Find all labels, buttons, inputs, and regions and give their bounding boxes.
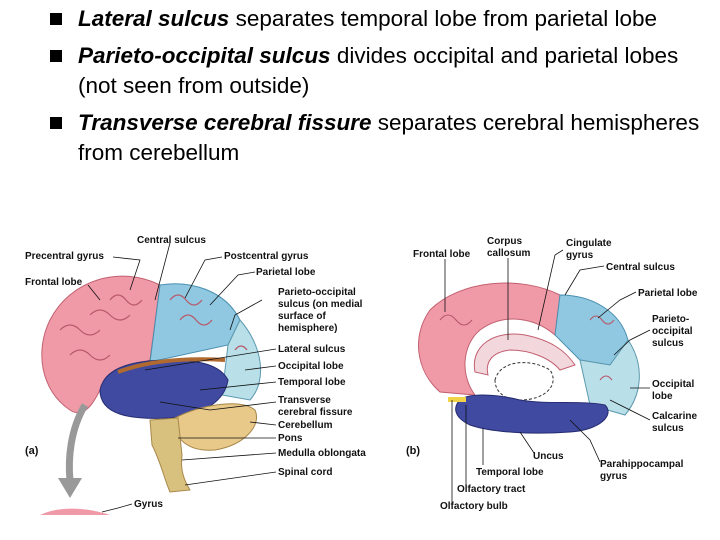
gyrus-detail-region — [40, 508, 110, 515]
label-precentral-gyrus: Precentral gyrus — [25, 251, 104, 262]
label-transverse-line1: Transverse — [278, 395, 331, 406]
gray-arrow-head-icon — [58, 478, 82, 498]
label-central-sulcus: Central sulcus — [137, 235, 206, 246]
square-bullet-icon — [50, 13, 62, 25]
label-calcarine-line2: sulcus — [652, 423, 684, 434]
bullet-list: Lateral sulcus separates temporal lobe f… — [46, 4, 706, 175]
label-postcentral-gyrus: Postcentral gyrus — [224, 251, 309, 262]
label-olfactory-bulb: Olfactory bulb — [440, 501, 508, 512]
label-parieto-occipital-line4: hemisphere) — [278, 323, 337, 334]
bullet-term: Transverse cerebral fissure — [78, 110, 372, 135]
olfactory-bulb-region — [448, 397, 466, 402]
figure-a-lateral-brain — [40, 275, 262, 515]
label-olfactory-tract: Olfactory tract — [457, 484, 526, 495]
label-lateral-sulcus: Lateral sulcus — [278, 344, 346, 355]
bullet-item: Parieto-occipital sulcus divides occipit… — [46, 41, 706, 101]
parietal-lobe-region — [149, 283, 241, 363]
gyri-pattern — [59, 294, 248, 361]
frontal-lobe-region — [41, 275, 161, 413]
label-transverse-line2: cerebral fissure — [278, 407, 353, 418]
label-cingulate-line1: Cingulate — [566, 238, 612, 249]
cerebellum-region — [174, 403, 257, 451]
figure-a-leader-lines — [87, 242, 277, 513]
label-cingulate-line2: gyrus — [566, 250, 594, 261]
medial-gyri-pattern — [439, 314, 615, 381]
label-gyrus: Gyrus — [134, 499, 163, 510]
figure-b-leader-lines — [444, 249, 651, 503]
label-pons: Pons — [278, 433, 303, 444]
label-parieto-occipital-line1: Parieto-occipital — [278, 287, 356, 298]
occipital-lobe-region — [221, 319, 262, 401]
label-cerebellum: Cerebellum — [278, 420, 333, 431]
label-parieto-occipital-line3: surface of — [278, 311, 326, 322]
label-parahippocampal-line2: gyrus — [600, 471, 628, 482]
brain-stem-region — [149, 417, 191, 493]
label-b-occipital-line1: Occipital — [652, 379, 694, 390]
label-corpus-line1: Corpus — [487, 236, 522, 247]
label-b-temporal-lobe: Temporal lobe — [476, 467, 544, 478]
panel-label-a: (a) — [25, 445, 39, 457]
label-b-central-sulcus: Central sulcus — [606, 262, 675, 273]
figure-b-medial-brain — [418, 282, 640, 434]
gray-arrow — [65, 403, 89, 481]
medial-frontal-lobe-region — [418, 282, 561, 396]
label-uncus: Uncus — [533, 451, 564, 462]
square-bullet-icon — [50, 50, 62, 62]
thalamus-outline — [494, 362, 554, 401]
bullet-item: Lateral sulcus separates temporal lobe f… — [46, 4, 706, 34]
label-occipital-lobe: Occipital lobe — [278, 361, 344, 372]
label-calcarine-line1: Calcarine — [652, 411, 697, 422]
square-bullet-icon — [50, 117, 62, 129]
label-parieto-line1: Parieto- — [652, 314, 689, 325]
temporal-lobe-region — [99, 359, 229, 419]
label-corpus-line2: callosum — [487, 248, 530, 259]
corpus-callosum-region — [473, 333, 576, 376]
label-temporal-lobe: Temporal lobe — [278, 377, 346, 388]
label-b-occipital-line2: lobe — [652, 391, 673, 402]
bullet-text: separates cerebral hemispheres from cere… — [78, 110, 700, 165]
medial-temporal-lobe-region — [455, 394, 609, 434]
bullet-term: Lateral sulcus — [78, 6, 230, 31]
bullet-text: separates temporal lobe from parietal lo… — [229, 6, 658, 31]
label-parahippocampal-line1: Parahippocampal — [600, 459, 684, 470]
label-b-parietal-lobe: Parietal lobe — [638, 288, 698, 299]
label-spinal-cord: Spinal cord — [278, 467, 332, 478]
label-frontal-lobe: Frontal lobe — [25, 277, 83, 288]
label-medulla-oblongata: Medulla oblongata — [278, 448, 366, 459]
label-parietal-lobe: Parietal lobe — [256, 267, 316, 278]
lateral-sulcus-mark — [117, 357, 226, 374]
label-parieto-line2: occipital — [652, 326, 693, 337]
label-parieto-line3: sulcus — [652, 338, 684, 349]
bullet-text: divides occipital and parietal lobes (no… — [78, 43, 679, 98]
label-parieto-occipital-line2: sulcus (on medial — [278, 299, 363, 310]
panel-label-b: (b) — [406, 445, 420, 457]
bullet-term: Parieto-occipital sulcus — [78, 43, 331, 68]
label-b-frontal-lobe: Frontal lobe — [413, 249, 471, 260]
bullet-item: Transverse cerebral fissure separates ce… — [46, 108, 706, 168]
